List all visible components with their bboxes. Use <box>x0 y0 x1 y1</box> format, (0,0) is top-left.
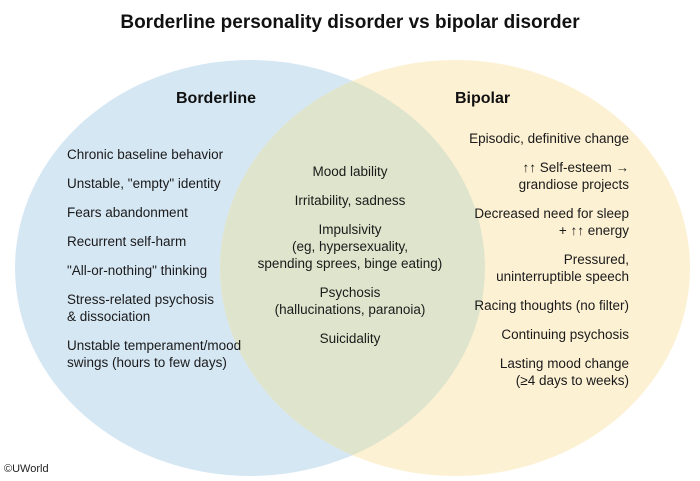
list-item-line: & dissociation <box>67 309 151 324</box>
list-item-line: Pressured, <box>563 252 629 267</box>
list-item: Unstable temperament/mood swings (hours t… <box>67 337 267 371</box>
overlap-region <box>220 60 485 476</box>
list-item: Chronic baseline behavior <box>67 146 267 163</box>
list-item-line: Chronic baseline behavior <box>67 147 224 162</box>
copyright-notice: ©UWorld <box>4 463 49 475</box>
list-item-line: Lasting mood change <box>499 356 629 371</box>
list-item: Irritability, sadness <box>248 192 452 209</box>
list-item-line: swings (hours to few days) <box>67 355 227 370</box>
list-item: Suicidality <box>248 330 452 347</box>
list-item: Mood lability <box>248 163 452 180</box>
list-item-line: Unstable, "empty" identity <box>67 176 221 191</box>
list-item-line: (eg, hypersexuality, <box>291 239 409 254</box>
list-item: Decreased need for sleep + ↑↑ energy <box>429 205 629 239</box>
list-item-line: Mood lability <box>312 164 388 179</box>
list-item: Psychosis (hallucinations, paranoia) <box>248 284 452 318</box>
list-item-line: Racing thoughts (no filter) <box>474 298 629 313</box>
list-item: "All-or-nothing" thinking <box>67 262 267 279</box>
list-item: Unstable, "empty" identity <box>67 175 267 192</box>
list-item: Impulsivity (eg, hypersexuality, spending … <box>248 221 452 272</box>
borderline-label: Borderline <box>176 90 257 107</box>
list-item: Racing thoughts (no filter) <box>429 297 629 314</box>
list-item-line: Psychosis <box>319 285 381 300</box>
list-item-line: grandiose projects <box>518 177 629 192</box>
list-item: ↑↑ Self-esteem → grandiose projects <box>429 159 629 193</box>
list-item-line: Episodic, definitive change <box>469 131 629 146</box>
list-item-line: "All-or-nothing" thinking <box>67 263 208 278</box>
list-item: Episodic, definitive change <box>429 130 629 147</box>
list-item-line: Unstable temperament/mood <box>67 338 242 353</box>
list-item-line: spending sprees, binge eating) <box>257 256 443 271</box>
list-item: Stress-related psychosis & dissociation <box>67 291 267 325</box>
list-item: Lasting mood change (≥4 days to weeks) <box>429 355 629 389</box>
list-item-line: Recurrent self-harm <box>67 234 187 249</box>
list-item-line: + ↑↑ energy <box>558 223 629 238</box>
list-item: Pressured, uninterruptible speech <box>429 251 629 285</box>
list-item-line: (hallucinations, paranoia) <box>274 302 426 317</box>
list-item-line: ↑↑ Self-esteem → <box>522 160 629 175</box>
list-item-line: Irritability, sadness <box>294 193 406 208</box>
diagram-title: Borderline personality disorder vs bipol… <box>120 12 580 33</box>
list-item-line: Decreased need for sleep <box>474 206 629 221</box>
list-item-line: Fears abandonment <box>67 205 188 220</box>
list-item-line: uninterruptible speech <box>496 269 629 284</box>
list-item: Continuing psychosis <box>429 326 629 343</box>
bipolar-list: Episodic, definitive change ↑↑ Self-estee… <box>429 130 629 401</box>
list-item: Fears abandonment <box>67 204 267 221</box>
list-item-line: Continuing psychosis <box>501 327 629 342</box>
list-item-line: Impulsivity <box>318 222 382 237</box>
bipolar-label: Bipolar <box>455 90 511 107</box>
list-item-line: Stress-related psychosis <box>67 292 215 307</box>
list-item-line: (≥4 days to weeks) <box>515 373 629 388</box>
list-item: Recurrent self-harm <box>67 233 267 250</box>
list-item-line: Suicidality <box>319 331 381 346</box>
